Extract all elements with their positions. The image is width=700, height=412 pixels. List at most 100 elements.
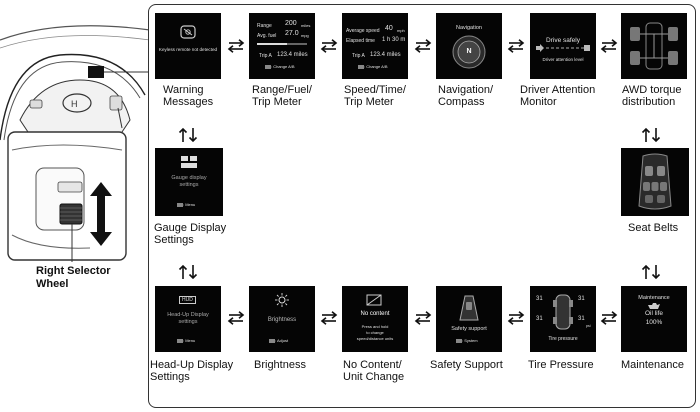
brightness-label: Brightness — [254, 359, 306, 371]
brightness-icon — [275, 293, 289, 307]
gauge-screen-title-1: Gauge display — [171, 175, 207, 181]
swap-arrow-icon — [507, 311, 525, 325]
awd-label-line2: distribution — [622, 96, 676, 108]
swap-arrow-icon — [600, 311, 618, 325]
swap-arrow-icon — [600, 39, 618, 53]
tire-fl-value: 31 — [536, 296, 543, 302]
no-content-label: No Content/ Unit Change — [343, 359, 404, 383]
button-icon — [177, 202, 183, 207]
compass-icon — [452, 35, 486, 69]
elapsed-label: Elapsed time — [346, 38, 375, 44]
nocontent-label-line2: Unit Change — [343, 371, 405, 383]
svg-text:H: H — [71, 99, 78, 109]
speed-trip-value: 123.4 miles — [370, 52, 401, 58]
awd-drivetrain-icon — [630, 22, 678, 70]
gauge-hint-text: : Menu — [183, 202, 196, 207]
warning-label-line1: Warning — [163, 84, 204, 96]
swap-arrow-icon — [227, 39, 245, 53]
button-icon — [265, 64, 271, 69]
speed-screen: Average speed 40 mph Elapsed time 1 h 30… — [342, 13, 408, 79]
brightness-hint-text: : Adjust — [275, 338, 289, 343]
vertical-swap-arrow-icon — [177, 127, 199, 143]
hud-label-line2: Settings — [150, 371, 190, 383]
gauge-label-line1: Gauge Display — [154, 222, 227, 234]
button-icon — [358, 64, 364, 69]
range-label: Range — [257, 23, 272, 29]
safety-support-screen: Safety support : System — [436, 286, 502, 352]
trip-label: Trip A — [259, 53, 272, 59]
tire-pressure-label: Tire Pressure — [528, 359, 594, 371]
awd-label-line1: AWD torque — [622, 84, 682, 96]
steering-wheel-illustration: H — [0, 0, 150, 300]
maintenance-screen-title: Maintenance — [638, 295, 670, 301]
no-content-line3: speed/distance units — [356, 336, 394, 341]
brightness-screen-title: Brightness — [267, 317, 297, 323]
compass-letter: N — [466, 48, 472, 55]
safety-screen-title: Safety support — [451, 326, 487, 332]
right-selector-wheel-label: Right Selector Wheel — [36, 265, 111, 291]
warning-messages-label: Warning Messages — [163, 84, 213, 108]
range-fuel-trip-label: Range/Fuel/ Trip Meter — [252, 84, 312, 108]
oil-life-value: 100% — [645, 319, 663, 326]
seat-belts-label: Seat Belts — [628, 222, 678, 234]
awd-torque-label: AWD torque distribution — [622, 84, 682, 108]
oil-life-label: Oil life — [644, 310, 664, 317]
fuel-value: 27.0 — [285, 30, 299, 37]
speed-label-line1: Speed/Time/ — [344, 84, 406, 96]
navigation-compass-label: Navigation/ Compass — [438, 84, 493, 108]
safety-label-line1: Safety Support — [430, 359, 503, 371]
avg-speed-label: Average speed — [346, 28, 380, 34]
tire-label-line1: Tire Pressure — [528, 359, 594, 371]
swap-arrow-icon — [507, 39, 525, 53]
gauge-grid-icon — [181, 156, 197, 168]
maintenance-label: Maintenance — [621, 359, 684, 371]
display-cycle-panel — [148, 4, 696, 408]
swap-arrow-icon — [227, 311, 245, 325]
navigation-screen-title: Navigation — [456, 25, 482, 31]
safety-hint: : System — [456, 338, 478, 344]
tire-screen-title: Tire pressure — [548, 336, 578, 342]
warning-screen-text: Keyless remote not detected — [158, 47, 218, 52]
tire-rl-value: 31 — [536, 316, 543, 322]
gauge-display-label: Gauge Display Settings — [154, 222, 226, 246]
selector-label-line1: Right Selector — [36, 265, 111, 277]
fuel-unit: mpg — [301, 33, 309, 38]
speed-time-trip-label: Speed/Time/ Trip Meter — [344, 84, 406, 108]
selector-label-line2: Wheel — [36, 278, 69, 290]
elapsed-value: 1 h 30 m — [382, 37, 406, 43]
no-content-screen: No content Press and hold to change spee… — [342, 286, 408, 352]
driver-attention-label: Driver Attention Monitor — [520, 84, 595, 108]
hud-screen-title-1: Head-Up Display — [167, 312, 209, 318]
brightness-label-line1: Brightness — [254, 359, 306, 371]
fuel-label: Avg. fuel — [257, 33, 277, 39]
range-screen: Range 200 miles Avg. fuel 27.0 mpg Trip … — [249, 13, 315, 79]
brightness-screen: Brightness : Adjust — [249, 286, 315, 352]
warning-label-line2: Messages — [163, 96, 214, 108]
no-content-line1: Press and hold — [361, 324, 389, 329]
driver-screen-title: Drive safely — [546, 37, 580, 44]
tire-unit: psi — [586, 324, 591, 328]
hud-settings-label: Head-Up Display Settings — [150, 359, 233, 383]
range-label-line1: Range/Fuel/ — [252, 84, 312, 96]
swap-arrow-icon — [414, 311, 432, 325]
tire-rr-value: 31 — [578, 316, 585, 322]
button-icon — [269, 338, 275, 343]
driver-attention-screen: Drive safely Driver attention level — [530, 13, 596, 79]
swap-arrow-icon — [320, 39, 338, 53]
range-hint-text: : Change A/B — [271, 64, 295, 69]
swap-arrow-icon — [320, 311, 338, 325]
tire-pressure-screen: 31 31 31 31 psi Tire pressure — [530, 286, 596, 352]
gauge-screen-title-2: settings — [179, 182, 199, 188]
seatbelts-label-line1: Seat Belts — [628, 222, 679, 234]
seat-belt-car-icon — [638, 153, 672, 210]
button-icon — [456, 338, 462, 343]
fuel-bar-fill — [257, 43, 287, 45]
maintenance-label-line1: Maintenance — [621, 359, 684, 371]
safety-car-icon — [459, 295, 479, 321]
button-icon — [177, 338, 183, 343]
no-content-title: No content — [360, 311, 390, 317]
hud-settings-screen: HUD Head-Up Display settings : Menu — [155, 286, 221, 352]
speed-trip-label: Trip A — [352, 53, 365, 59]
driver-screen-sub: Driver attention level — [542, 57, 584, 62]
navigation-label-line2: Compass — [438, 96, 485, 108]
